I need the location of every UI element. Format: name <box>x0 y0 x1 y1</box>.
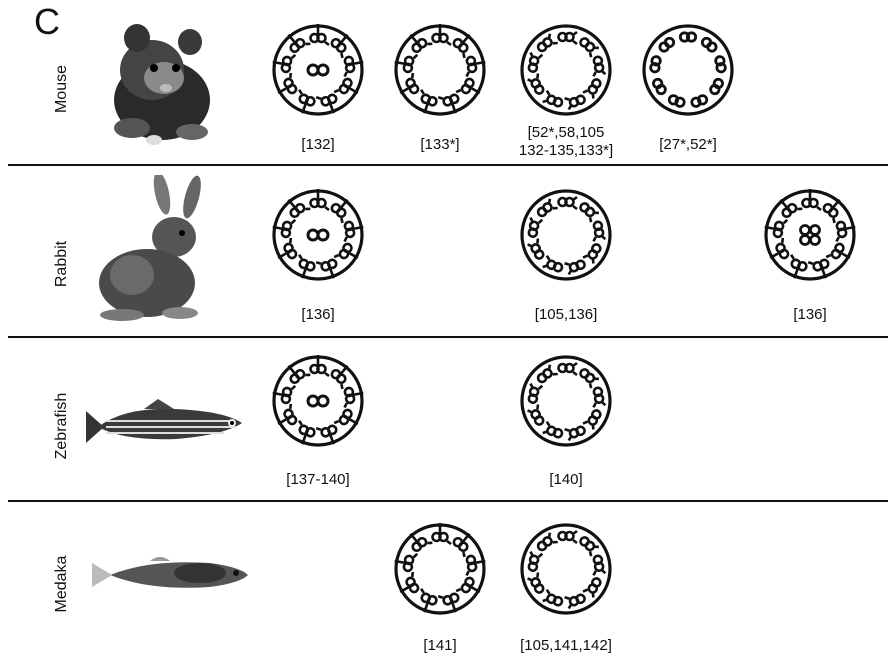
outer-doublet-icon <box>526 571 549 596</box>
citation: [132] <box>301 136 335 153</box>
outer-doublet-icon <box>563 90 588 111</box>
panel-letter: C <box>34 1 60 42</box>
organism-label: Mouse <box>53 64 70 114</box>
outer-doublet-icon <box>707 76 726 97</box>
axoneme-9+2-motile <box>270 187 366 283</box>
row-zebrafish: Zebrafish [137-140] [140] <box>0 337 889 499</box>
citation: [105,136] <box>534 306 598 323</box>
axoneme-9+2-motile <box>270 22 366 118</box>
row-rabbit: Rabbit [136] [105,136] [136] <box>0 165 889 335</box>
zebrafish-image <box>86 399 242 443</box>
axoneme-9+0-arms <box>520 24 612 116</box>
outer-doublet-icon <box>557 529 579 545</box>
central-pair-icon <box>306 228 330 242</box>
central-pair-icon <box>306 63 330 77</box>
citation: [136] <box>793 306 827 323</box>
outer-doublet-icon <box>563 421 588 442</box>
axoneme-9+0-arms <box>520 523 612 615</box>
outer-doublet-icon <box>678 31 698 43</box>
outer-doublet-icon <box>541 588 566 609</box>
outer-doublet-icon <box>525 51 544 75</box>
central-pair-icon <box>306 394 330 408</box>
outer-doublet-icon <box>541 89 566 110</box>
citation: [27*,52*] <box>659 136 717 153</box>
rabbit-image <box>99 175 201 321</box>
citation: [136] <box>301 306 335 323</box>
row-medaka: Medaka [141] [105,141,142] <box>0 501 889 667</box>
organism-label: Rabbit <box>53 240 70 288</box>
outer-doublet-icon <box>589 54 607 78</box>
citation: [105,141,142] <box>520 637 612 654</box>
outer-doublet-icon <box>525 550 544 574</box>
outer-doublet-icon <box>525 382 544 406</box>
outer-doublet-icon <box>563 255 588 276</box>
outer-doublet-icon <box>581 240 604 265</box>
outer-doublet-icon <box>526 403 549 428</box>
central-quad-icon <box>799 224 821 246</box>
citation: [137-140] <box>286 471 350 488</box>
medaka-image <box>92 557 248 588</box>
citation: [141] <box>423 637 457 654</box>
outer-doublet-icon <box>713 54 728 74</box>
outer-doublet-icon <box>699 35 720 55</box>
outer-doublet-icon <box>656 35 677 55</box>
outer-doublet-icon <box>541 254 566 275</box>
outer-doublet-icon <box>563 589 588 610</box>
axoneme-9+4 <box>762 187 858 283</box>
axoneme-9+0-arms <box>520 189 612 281</box>
outer-doublet-icon <box>589 219 607 243</box>
citation: [140] <box>549 471 583 488</box>
outer-doublet-icon <box>526 237 549 262</box>
outer-doublet-icon <box>525 216 544 240</box>
mouse-image <box>114 24 210 145</box>
outer-doublet-icon <box>581 574 604 599</box>
row-separator <box>8 500 888 502</box>
axoneme-9+2-motile <box>270 353 366 449</box>
outer-doublet-icon <box>557 30 579 46</box>
outer-doublet-icon <box>689 93 710 109</box>
row-mouse: Mouse [132] [133*] [52*,58,105 132-135,1… <box>0 0 889 162</box>
row-separator <box>8 164 888 166</box>
outer-doublet-icon <box>581 75 604 100</box>
outer-doublet-icon <box>581 406 604 431</box>
outer-doublet-icon <box>557 361 579 377</box>
outer-doublet-icon <box>541 420 566 441</box>
outer-doublet-icon <box>526 72 549 97</box>
citation: [133*] <box>420 136 460 153</box>
row-separator <box>8 336 888 338</box>
outer-doublet-icon <box>648 54 663 74</box>
outer-doublet-icon <box>557 195 579 211</box>
axoneme-9+0-plain <box>642 24 734 116</box>
outer-doublet-icon <box>650 76 669 97</box>
outer-doublet-icon <box>589 385 607 409</box>
organism-label: Zebrafish <box>53 392 70 460</box>
axoneme-9+0-arms <box>520 355 612 447</box>
organism-label: Medaka <box>53 555 70 613</box>
outer-doublet-icon <box>666 93 687 109</box>
outer-doublet-icon <box>589 553 607 577</box>
axoneme-9+0-spokes <box>392 22 488 118</box>
axoneme-9+0-spokes <box>392 521 488 617</box>
citation: [52*,58,105 132-135,133*] <box>518 124 614 159</box>
